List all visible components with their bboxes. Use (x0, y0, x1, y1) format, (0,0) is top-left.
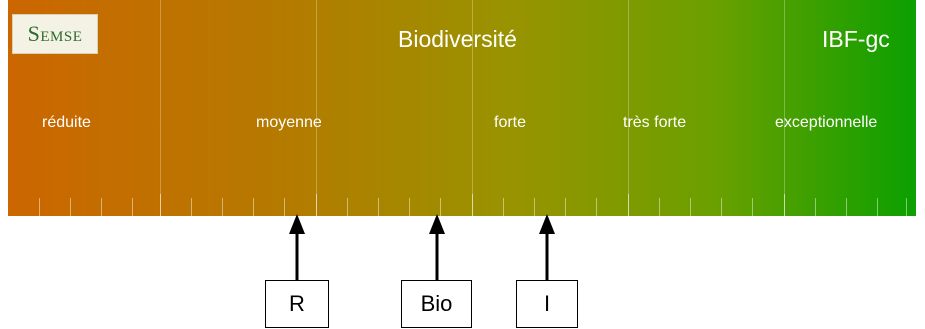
scale-tick (70, 198, 71, 216)
marker-bio: Bio (401, 280, 472, 328)
scale-tick (752, 198, 753, 216)
scale-tick (815, 198, 816, 216)
zone-divider (316, 0, 317, 216)
scale-tick (316, 194, 317, 216)
scale-tick (347, 198, 348, 216)
zone-divider (628, 0, 629, 216)
biodiversity-scale-bar (8, 0, 916, 216)
scale-tick (160, 194, 161, 216)
level-label-reduite: réduite (42, 114, 91, 131)
scale-tick (409, 198, 410, 216)
level-label-moyenne: moyenne (256, 114, 322, 131)
scale-tick (721, 198, 722, 216)
arrow-i (539, 214, 555, 280)
scale-tick (284, 198, 285, 216)
semse-logo: Semse (12, 14, 98, 54)
index-label: IBF-gc (822, 26, 890, 52)
scale-tick (101, 198, 102, 216)
arrow-bio (429, 214, 445, 280)
zone-divider (160, 0, 161, 216)
scale-tick (690, 198, 691, 216)
scale-tick (253, 198, 254, 216)
scale-tick (472, 194, 473, 216)
scale-tick (846, 198, 847, 216)
scale-tick (132, 198, 133, 216)
marker-r: R (265, 280, 329, 328)
scale-tick (906, 198, 907, 216)
scale-tick (628, 194, 629, 216)
marker-i: I (516, 280, 578, 328)
scale-tick (659, 198, 660, 216)
scale-tick (222, 198, 223, 216)
zone-divider (472, 0, 473, 216)
scale-tick (39, 198, 40, 216)
scale-tick (565, 198, 566, 216)
scale-title: Biodiversité (398, 26, 517, 52)
arrow-r (289, 214, 305, 280)
level-label-tres-forte: très forte (623, 114, 687, 131)
scale-tick (877, 198, 878, 216)
zone-divider (784, 0, 785, 216)
scale-tick (440, 198, 441, 216)
scale-tick (378, 198, 379, 216)
scale-tick (503, 198, 504, 216)
scale-tick (784, 194, 785, 216)
scale-tick (596, 198, 597, 216)
level-label-exceptionnelle: exceptionnelle (775, 114, 878, 131)
scale-tick (191, 198, 192, 216)
scale-tick (534, 198, 535, 216)
level-label-forte: forte (494, 114, 527, 131)
